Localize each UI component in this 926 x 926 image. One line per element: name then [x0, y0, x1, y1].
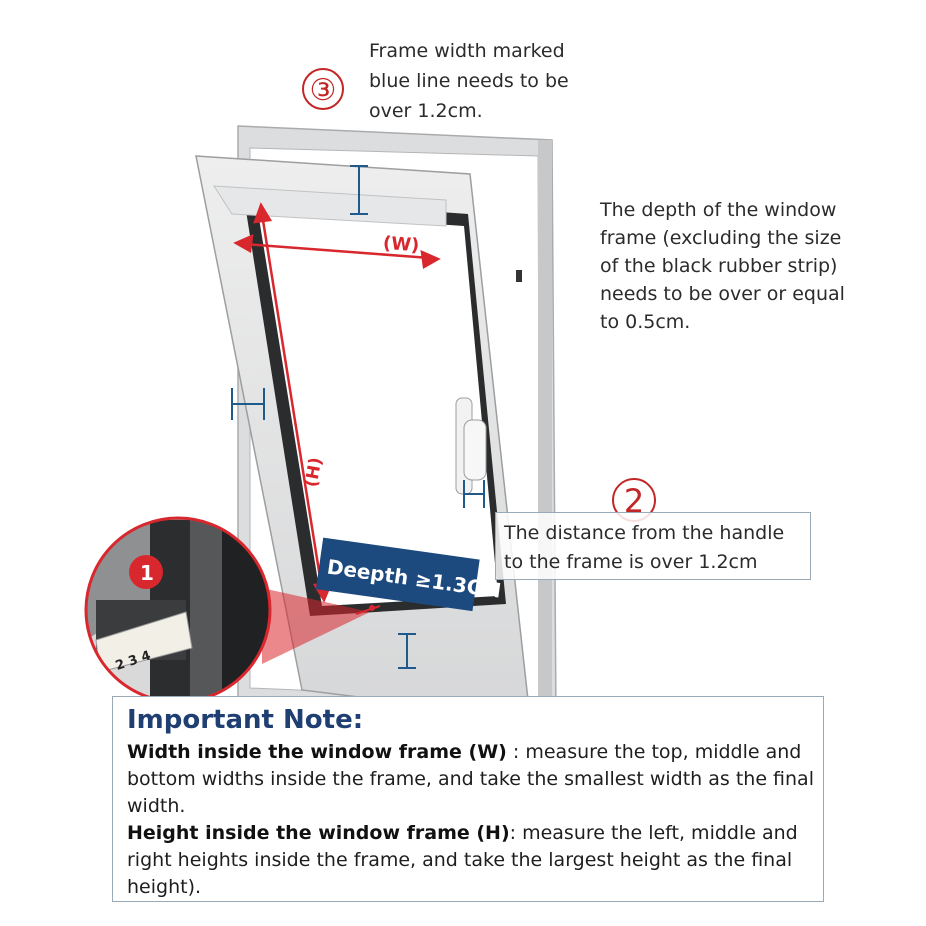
step-3-marker: ③: [302, 68, 344, 110]
zoom-detail: 2 3 4 1: [84, 516, 272, 704]
height-instructions: : measure the left, middle and right hei…: [127, 822, 798, 898]
window-sash: [195, 155, 531, 719]
important-note-body: Width inside the window frame (W) : meas…: [127, 739, 817, 901]
important-note-title: Important Note:: [127, 705, 364, 735]
height-heading: Height inside the window frame (H): [127, 822, 510, 844]
blue-markers: [231, 165, 485, 669]
frame-width-note: Frame width marked blue line needs to be…: [369, 40, 569, 122]
zoom-badge: [129, 555, 163, 589]
important-note-box: Important Note: Width inside the window …: [112, 696, 824, 902]
width-label: (W): [382, 233, 420, 256]
handle-distance-note-box: The distance from the handle to the fram…: [495, 512, 811, 580]
handle-distance-note: The distance from the handle to the fram…: [504, 522, 785, 573]
width-arrow: [233, 233, 441, 270]
zoom-badge-number: 1: [140, 561, 154, 585]
zoom-connector: [262, 588, 370, 664]
window-handle: [455, 397, 487, 495]
width-heading: Width inside the window frame (W): [127, 741, 507, 763]
frame-depth-note: The depth of the window frame (excluding…: [600, 199, 845, 333]
width-instructions: : measure the top, middle and bottom wid…: [127, 741, 814, 817]
